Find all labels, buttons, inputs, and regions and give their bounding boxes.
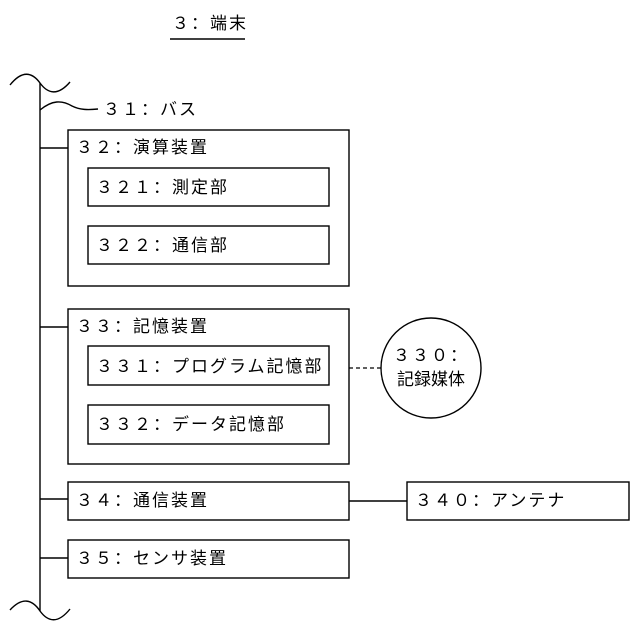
storage-unit-label: ３３：記憶装置 (76, 317, 209, 337)
comm-device-label: ３４：通信装置 (76, 491, 209, 511)
bus-label: ３１：バス (103, 100, 198, 120)
compute-unit-label: ３２：演算装置 (76, 138, 209, 158)
recording-medium-circle (381, 318, 481, 418)
communication-unit-label: ３２２：通信部 (96, 236, 229, 256)
diagram-title: ３：端末 (172, 14, 248, 34)
recording-medium-label-line1: ３３０： (393, 346, 469, 366)
antenna-label: ３４０：アンテナ (415, 491, 566, 511)
data-storage-label: ３３２：データ記憶部 (96, 414, 286, 435)
recording-medium-label-line2: 記録媒体 (397, 370, 465, 390)
bus-label-leader (40, 102, 98, 110)
measurement-unit-label: ３２１：測定部 (96, 178, 229, 198)
sensor-device-label: ３５：センサ装置 (76, 549, 228, 569)
program-storage-label: ３３１：プログラム記憶部 (96, 357, 324, 377)
